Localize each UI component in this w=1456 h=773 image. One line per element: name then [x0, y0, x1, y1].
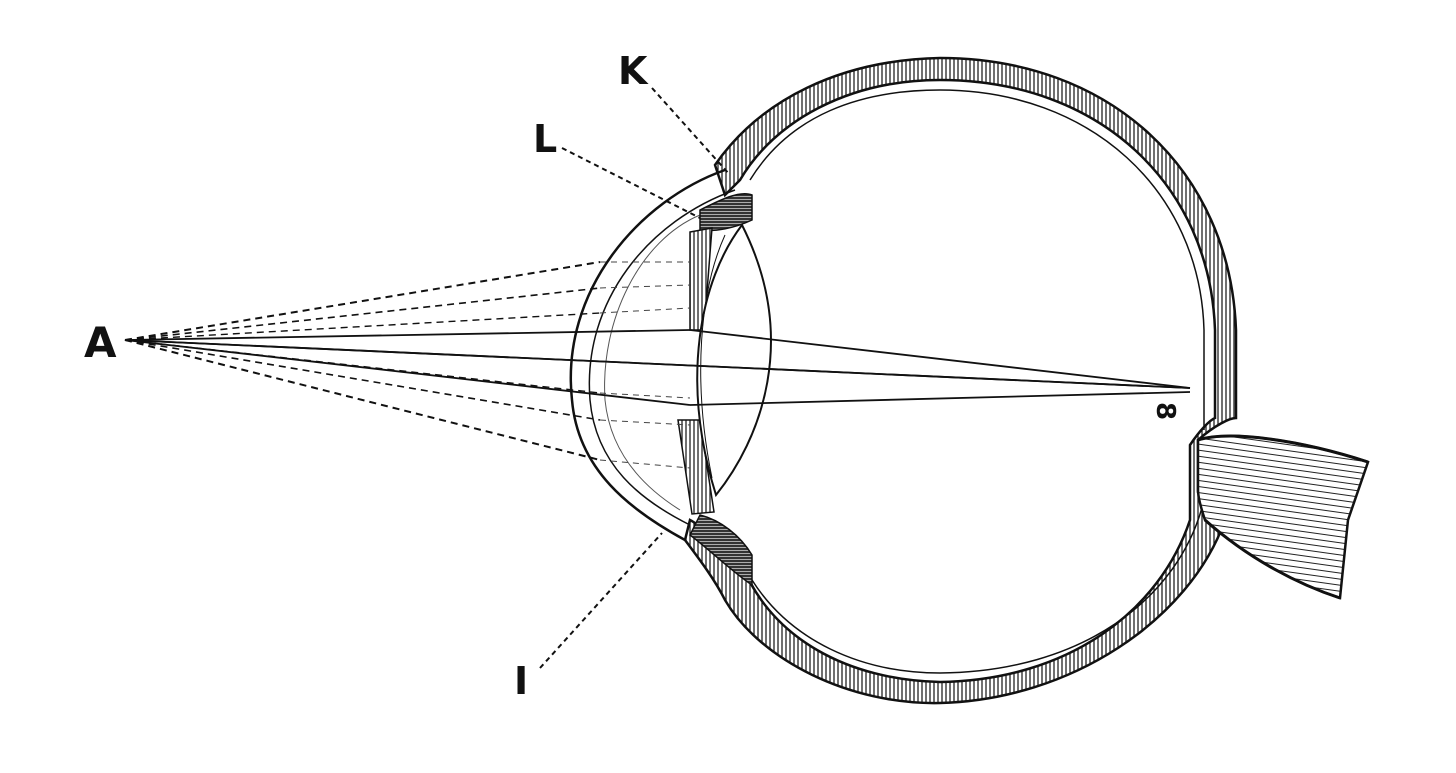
optic-nerve: [1196, 434, 1370, 600]
light-rays: [124, 261, 1191, 469]
label-a: A: [84, 318, 117, 367]
ray-cornea-4: [599, 392, 691, 399]
sclera: [683, 56, 1238, 705]
ray-cornea-3: [599, 307, 691, 314]
lens-capsule-line: [700, 234, 726, 479]
leader-k: [651, 87, 731, 176]
ray-dashed-6: [124, 339, 601, 461]
label-k: K: [618, 49, 648, 93]
ray-solid-4: [689, 329, 1191, 389]
label-focal-point: 8: [1150, 401, 1181, 421]
ray-solid-5: [124, 339, 691, 406]
label-i: I: [514, 659, 529, 703]
ray-dashed-1: [124, 261, 601, 341]
ray-dashed-4: [124, 339, 601, 394]
ray-solid-6: [689, 391, 1191, 406]
ray-cornea-5: [599, 419, 691, 426]
leader-i: [539, 532, 663, 669]
label-l: L: [533, 117, 558, 161]
crystalline-lens: [696, 223, 772, 498]
ray-cornea-2: [599, 284, 691, 289]
ray-solid-3: [124, 329, 691, 341]
ray-dashed-5: [124, 339, 601, 421]
ray-solid-2: [124, 339, 1191, 389]
ray-dashed-2: [124, 287, 601, 341]
leader-l: [561, 147, 701, 219]
ray-cornea-6: [599, 459, 691, 469]
ray-dashed-3: [124, 312, 601, 341]
